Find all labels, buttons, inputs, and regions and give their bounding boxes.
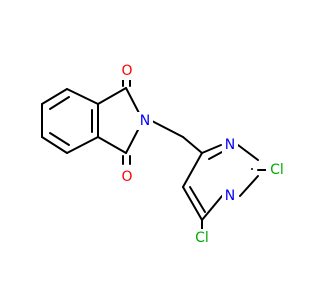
atom-cl-right: Cl [266,161,288,179]
bond-carbonyl-n-top [125,87,140,114]
bond-pyr-inner-3 [189,186,206,213]
atom-o-bottom: O [119,168,135,186]
atom-cl-bottom: Cl [191,229,213,247]
bond-ring-bottom-carbonyl [97,136,127,154]
atom-o-top: O [119,62,135,80]
atom-cl-bottom-label: Cl [195,230,209,246]
bond-benzene-4 [66,136,99,154]
bond-carbonyl-n-bottom [125,127,140,154]
atom-label-layer: O O N N N Cl Cl [119,62,288,247]
bond-benzene-inner-1 [49,96,70,110]
bond-pyr-6 [182,152,203,188]
atom-n-ring-a: N [222,136,238,154]
molecule-structure-diagram: O O N N N Cl Cl [41,62,288,247]
bond-pyr-3 [239,175,259,197]
bond-pyr-1 [201,144,222,154]
bond-benzene-1 [41,88,68,105]
bond-benzene-2 [66,88,99,105]
bond-benzene-5 [41,136,68,154]
bond-ch2-pyrimidine [182,136,203,154]
atom-n-imide: N [137,112,153,130]
atom-o-bottom-label: O [121,169,132,185]
atom-n-imide-label: N [140,113,150,129]
bond-pyr-4 [201,195,223,221]
atom-n-ring-a-label: N [225,137,235,153]
atom-n-ring-b-label: N [225,188,235,204]
bond-benzene-inner-3 [49,132,70,146]
atom-n-ring-b: N [222,187,238,205]
bond-pyr-inner-1 [208,151,223,160]
bond-n-ch2 [151,120,184,138]
bond-ring-top-carbonyl [97,87,127,105]
bond-pyr-2 [237,144,259,161]
atom-o-top-label: O [121,63,132,79]
bond-pyr-5 [182,186,203,221]
atom-cl-right-label: Cl [270,162,284,178]
bond-layer [41,79,271,231]
